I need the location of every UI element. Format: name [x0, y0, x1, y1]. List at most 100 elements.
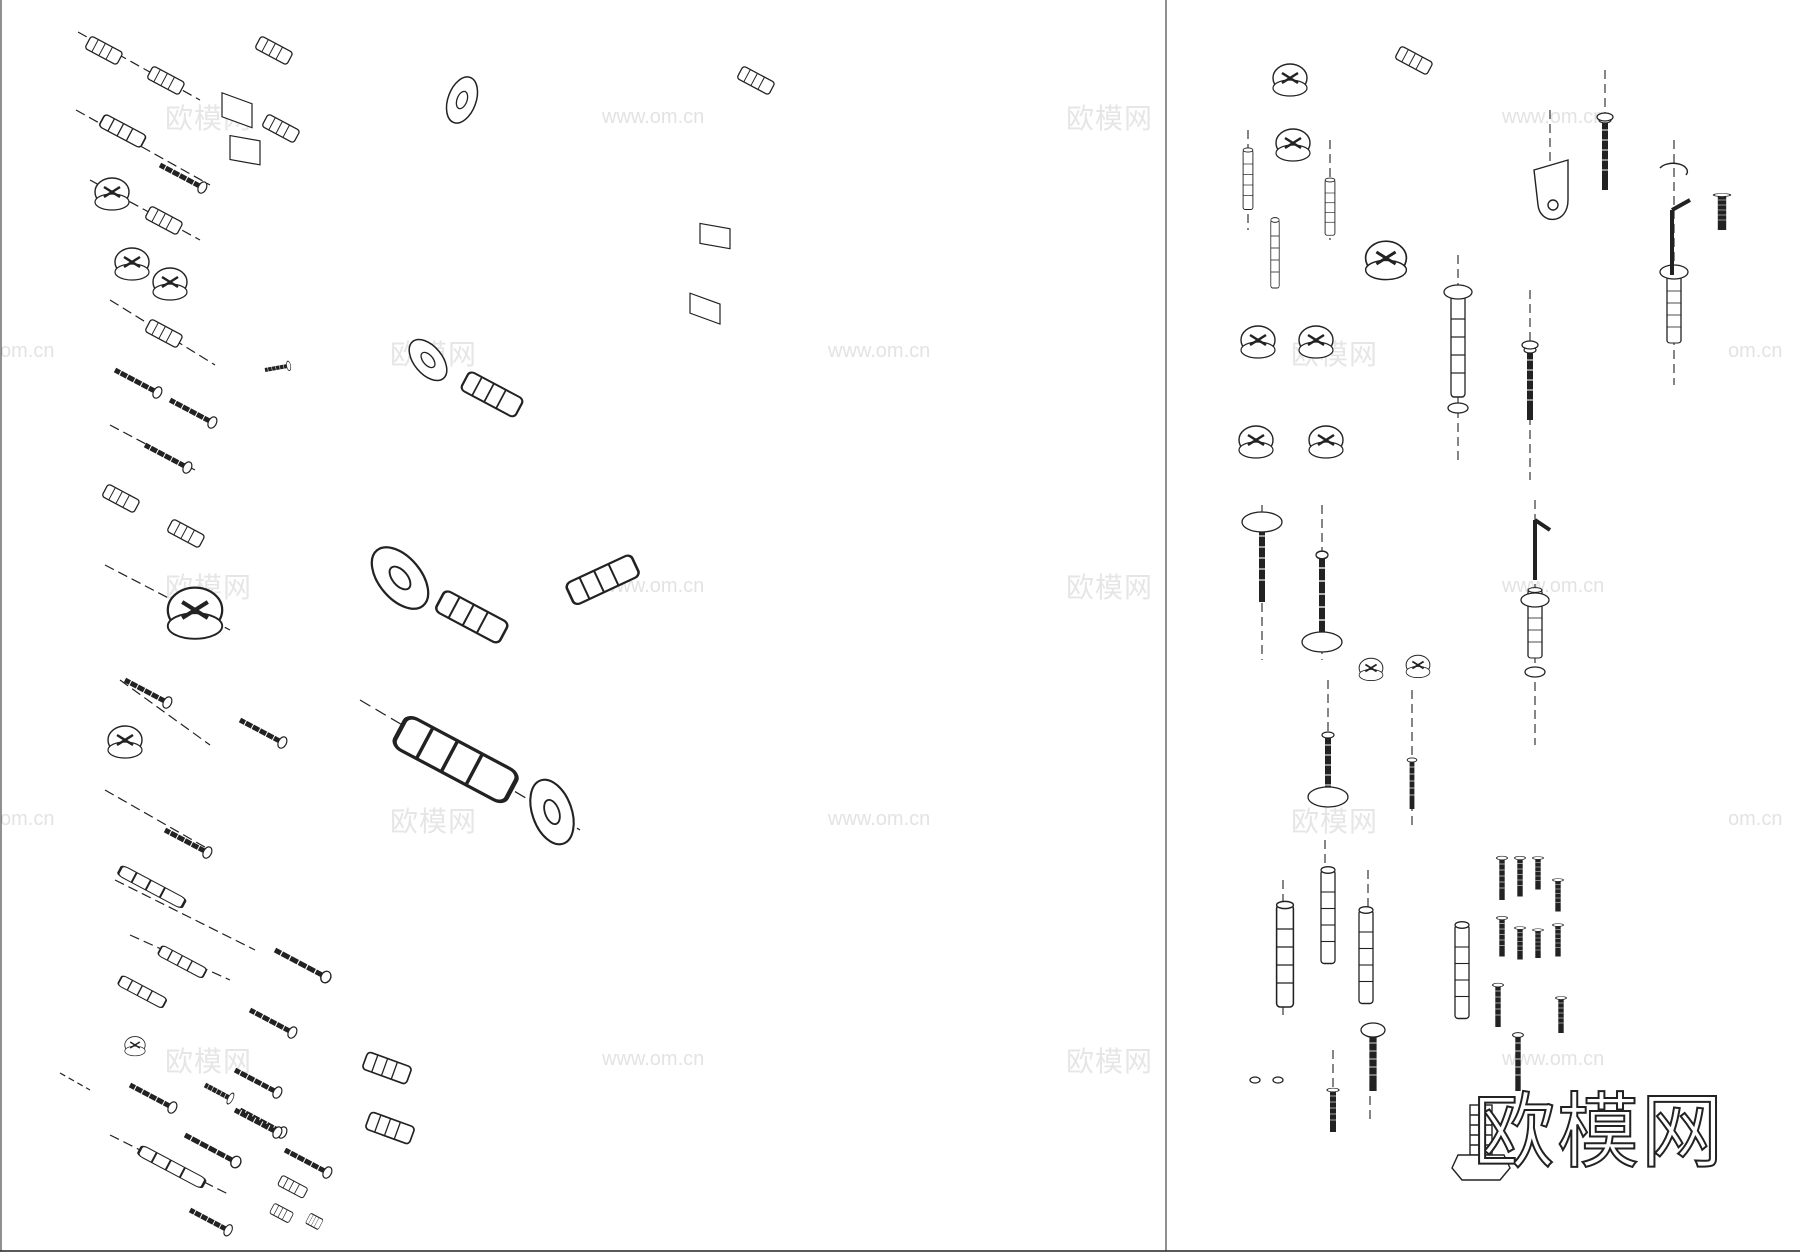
watermark-url: www.om.cn: [828, 340, 931, 362]
bolt-part: [1450, 290, 1466, 398]
dowel-part: [136, 1143, 208, 1190]
dowel-part: [84, 35, 124, 66]
bolt-part: [1358, 905, 1374, 1005]
dowel-part: [97, 113, 148, 149]
screw-part: [1599, 117, 1611, 190]
bolt-part: [1275, 900, 1295, 1008]
screw-part: [112, 365, 164, 400]
camlock-part: [106, 724, 144, 760]
screw-part: [167, 395, 219, 430]
camlock-part: [151, 266, 189, 302]
camlock-part: [93, 176, 131, 212]
watermark-cn: 欧模网: [1066, 1045, 1154, 1078]
screw-part: [247, 1005, 299, 1040]
watermark-url: www.om.cn: [602, 1048, 705, 1070]
dowel-part: [364, 1110, 416, 1146]
screw-part: [1497, 856, 1508, 900]
screw-part: [187, 1205, 234, 1238]
allen-key: [1533, 198, 1691, 580]
screw-part: [1553, 879, 1564, 912]
watermark-url: om.cn: [0, 340, 55, 362]
brand-logo: 欧模网: [1472, 1084, 1726, 1181]
bolt-part: [1454, 920, 1470, 1020]
screw-part: [237, 715, 289, 750]
watermark-url: www.om.cn: [828, 808, 931, 830]
screw-part: [142, 440, 194, 475]
camlock-part: [1358, 657, 1384, 682]
washer-part: [401, 331, 455, 389]
camlock-part: [1239, 324, 1277, 360]
screw-part: [1556, 997, 1567, 1034]
watermark-cn: 欧模网: [390, 805, 478, 838]
dowel-part: [276, 1174, 309, 1199]
screw-part: [262, 358, 294, 377]
dowel-part: [144, 318, 184, 349]
bolt-part: [1666, 271, 1682, 344]
bolt-part: [1320, 865, 1336, 965]
dowel-part: [166, 518, 206, 549]
screw-part: [127, 1080, 179, 1115]
dowel-part: [268, 1202, 295, 1224]
screw-part: [1714, 194, 1731, 231]
screw-part: [1533, 929, 1544, 958]
dowel-part: [433, 588, 511, 646]
bolt-part: [1270, 217, 1280, 289]
dowel-part: [254, 35, 294, 66]
camlock-part: [1274, 127, 1312, 163]
camlock-part: [124, 1035, 146, 1057]
screw-part: [1366, 1033, 1380, 1091]
screw-part: [1533, 857, 1544, 890]
camlock-part: [168, 588, 222, 639]
rotate-arrow-icon: [1659, 162, 1689, 176]
washer-part: [521, 772, 583, 852]
camlock-part: [1405, 654, 1431, 679]
screw-part: [232, 1065, 284, 1100]
screw-part: [282, 1145, 334, 1180]
screw-part: [1497, 916, 1508, 956]
bracket-part: [1533, 159, 1569, 221]
screw-part: [162, 825, 214, 860]
watermark-cn: 欧模网: [1291, 805, 1379, 838]
screw-part: [1553, 924, 1564, 957]
dowel-part: [261, 113, 301, 144]
dowel-part: [361, 1050, 413, 1086]
camlock-part: [1364, 239, 1408, 282]
dowel-part: [101, 483, 141, 514]
dowel-part: [736, 65, 776, 96]
screw-part: [202, 1080, 235, 1105]
watermark-url: om.cn: [1728, 808, 1783, 830]
screw-part: [1407, 758, 1417, 809]
dowel-part: [146, 65, 186, 96]
washer-part: [439, 71, 485, 129]
watermark-cn: 欧模网: [1066, 571, 1154, 604]
dowel-part: [1394, 45, 1434, 76]
dowel-part: [116, 863, 188, 910]
washer-part: [359, 535, 441, 621]
watermark-url: www.om.cn: [602, 106, 705, 128]
screw-part: [272, 945, 333, 985]
screw-part: [232, 1105, 284, 1140]
dowel-part: [144, 205, 184, 236]
camlock-part: [1237, 424, 1275, 460]
dowel-part: [458, 369, 526, 420]
screw-part: [1515, 927, 1526, 960]
hex-bolt: [1451, 1104, 1511, 1181]
watermark-url: om.cn: [1728, 340, 1783, 362]
hinge-assembly: [221, 91, 731, 325]
screw-part: [157, 160, 209, 195]
bolt-part: [1242, 147, 1254, 210]
dowel-part: [304, 1212, 324, 1231]
camlock-part: [113, 246, 151, 282]
watermark-url: www.om.cn: [1502, 106, 1605, 128]
watermark-url: om.cn: [0, 808, 55, 830]
screw-part: [1524, 347, 1536, 420]
left-panel-parts: [59, 31, 581, 1196]
dowel-part: [156, 944, 208, 980]
screw-part: [182, 1130, 243, 1170]
dowel-part: [116, 974, 168, 1010]
watermark-url: www.om.cn: [1502, 1048, 1605, 1070]
screw-part: [1515, 856, 1526, 896]
watermark-cn: 欧模网: [1066, 102, 1154, 135]
bolt-part: [1324, 177, 1336, 236]
